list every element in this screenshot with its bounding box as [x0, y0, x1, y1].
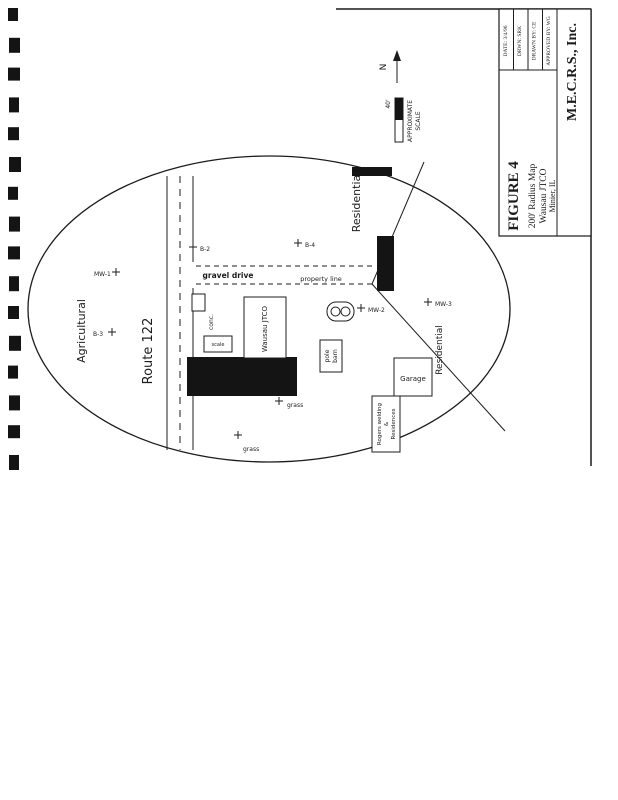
plus-marker	[112, 268, 120, 276]
north-label: N	[379, 64, 389, 71]
marker-label: MW-2	[368, 307, 385, 314]
figure-number: FIGURE 4	[506, 161, 522, 231]
residence-footprint-1	[377, 236, 394, 291]
north-arrow-head	[393, 50, 401, 61]
title-block-border	[498, 8, 592, 237]
title-block-cell-drwn: DRWN: SRK	[517, 26, 523, 56]
plus-marker	[189, 243, 197, 251]
binding-hole	[9, 157, 21, 172]
binding-hole	[9, 455, 19, 470]
binding-hole	[9, 276, 19, 292]
scale-caption-line1: APPROXIMATE	[407, 100, 414, 142]
marker-label: B-4	[305, 242, 315, 249]
rogers-building-outline	[371, 395, 401, 453]
binding-hole	[8, 306, 19, 319]
binding-hole	[9, 335, 21, 351]
marker-label: B-2	[200, 246, 210, 253]
title-block-cell-approved-by: APPROVED BY: WG	[546, 16, 552, 66]
figure-location: Minier, IL	[548, 179, 557, 212]
figure-site-name: Wausau JTCO	[539, 168, 549, 223]
scale-tick-label: 40'	[385, 99, 392, 109]
binding-hole	[8, 365, 18, 379]
tank-symbol	[340, 306, 351, 317]
binding-hole	[9, 97, 19, 113]
binding-hole	[8, 127, 19, 141]
grass-label-b: grass	[243, 446, 259, 453]
radius-circle	[27, 155, 511, 463]
zone-label-residential-east: Residential	[435, 325, 445, 375]
rogers-label-line2: &	[384, 421, 390, 426]
title-block: DATE: 3/4/96 DRWN: SRK DRAWN BY: CE APPR…	[498, 8, 592, 237]
zone-label-agricultural: Agricultural	[75, 299, 88, 363]
garage-label: Garage	[400, 375, 426, 383]
zone-label-residential-north: Residential	[350, 172, 363, 233]
road-label-route-122: Route 122	[141, 318, 156, 385]
binding-hole	[8, 8, 18, 21]
title-block-cell-date: DATE: 3/4/96	[503, 25, 509, 56]
plus-marker	[275, 397, 283, 405]
small-structure-outline	[191, 293, 206, 312]
binding-holes	[8, 8, 21, 470]
tank-symbol	[330, 306, 341, 317]
binding-hole	[9, 395, 20, 411]
scale-house-label: scale	[212, 342, 225, 348]
binding-hole	[8, 67, 20, 81]
rogers-label-line3: Residences	[391, 408, 397, 439]
marker-label: MW-1	[94, 271, 111, 278]
conc-label: conc.	[208, 314, 215, 330]
north-arrow: N	[379, 50, 401, 83]
property-line-label: property line	[300, 275, 342, 283]
facility-name-label: Wausau JTCO	[261, 305, 269, 352]
pole-barn-label-line1: pole	[324, 349, 331, 362]
title-block-dividers	[499, 9, 558, 236]
marker-label: B-3	[93, 331, 103, 338]
plus-marker	[294, 239, 302, 247]
binding-hole	[9, 37, 20, 53]
main-building-footprint	[187, 357, 297, 396]
binding-hole	[8, 186, 18, 200]
company-name: M.E.C.R.S., Inc.	[565, 23, 580, 121]
garage-outline	[393, 357, 433, 397]
binding-hole	[8, 246, 20, 260]
title-block-cell-drawn-by: DRAWN BY: CE	[532, 21, 538, 60]
survey-plus-marks	[108, 239, 432, 439]
filled-buildings	[187, 167, 394, 396]
pole-barn-label-line2: barn	[332, 349, 339, 363]
pole-barn-outline	[319, 339, 343, 373]
gravel-drive-label: gravel drive	[203, 271, 254, 280]
outlined-buildings	[191, 293, 433, 453]
rogers-label-line1: Rogers welding	[377, 403, 383, 445]
figure-subtitle: 200' Radius Map	[528, 163, 538, 228]
marker-label: MW-3	[435, 301, 452, 308]
scale-house-outline	[203, 335, 233, 353]
scale-bar: 40' APPROXIMATE SCALE	[385, 97, 422, 143]
scale-caption-line2: SCALE	[415, 111, 422, 130]
plus-marker	[357, 304, 365, 312]
plus-marker	[108, 328, 116, 336]
plus-marker	[234, 431, 242, 439]
property-line-southeast	[371, 283, 506, 432]
binding-hole	[8, 425, 20, 439]
grass-label-a: grass	[287, 402, 303, 409]
scale-bar-filled-segment	[395, 98, 403, 120]
residence-footprint-2	[352, 167, 392, 176]
plus-marker	[424, 298, 432, 306]
facility-building-outline	[243, 296, 287, 359]
binding-hole	[9, 216, 20, 232]
